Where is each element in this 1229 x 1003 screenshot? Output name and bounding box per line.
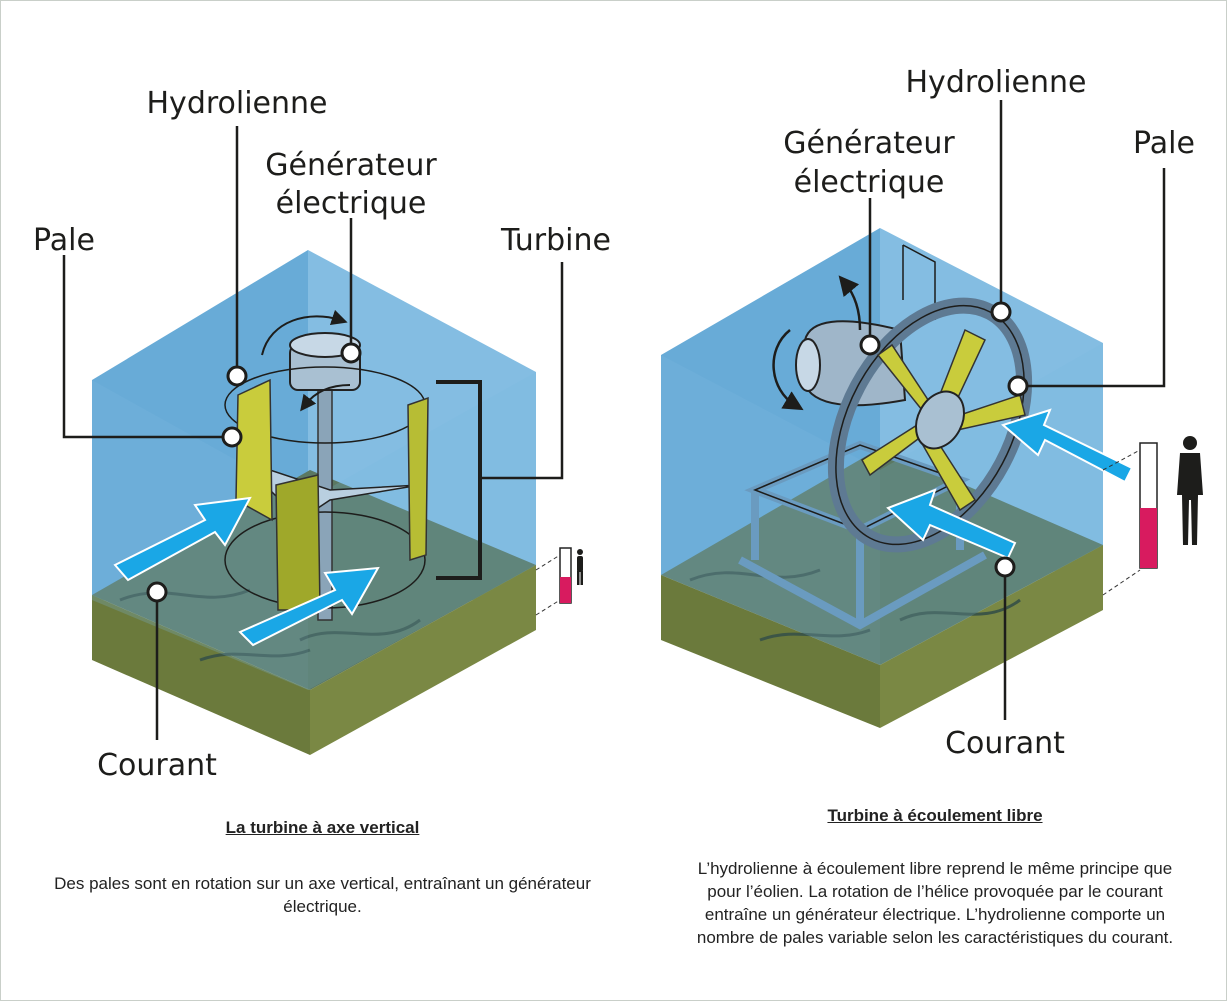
caption-title-right: Turbine à écoulement libre [827,806,1043,825]
blade-center [275,474,321,611]
label-generateur-left-line1: Générateur [265,148,437,183]
seabed-front-right [880,545,1103,728]
caption-body-right: L’hydrolienne à écoulement libre reprend… [696,859,1174,947]
current-arrow-right-icon [1000,408,1134,484]
rotor-hub [915,390,965,450]
seabed-rocks [119,588,421,662]
seabed-front-right [310,565,536,755]
label-courant-left: Courant [97,748,217,783]
caption-body-left: Des pales sont en rotation sur un axe ve… [54,874,591,916]
turbine-diagrams: Hydrolienne Générateur électrique Pale T… [33,65,1203,783]
human-scale-icon [577,549,583,585]
blade-right [407,396,429,562]
free-flow-turbine-diagram: Hydrolienne Générateur électrique Pale C… [661,65,1203,761]
label-generateur-left-line2: électrique [276,186,427,221]
label-generateur-right-line1: Générateur [783,126,955,161]
seabed-front-left [661,575,880,728]
caption-title-left: La turbine à axe vertical [225,818,420,837]
label-generateur-right-line2: électrique [794,165,945,200]
current-arrow-bottom-icon [238,566,380,647]
blade-left [235,378,273,522]
current-arrow-bottom-icon [886,488,1017,560]
label-turbine-left: Turbine [500,223,611,258]
label-pale-right: Pale [1133,126,1195,161]
human-scale-icon [1177,436,1203,545]
turbine-bracket [436,380,482,580]
label-pale-left: Pale [33,223,95,258]
vertical-axis-turbine-diagram: Hydrolienne Générateur électrique Pale T… [33,86,611,783]
label-hydrolienne-right: Hydrolienne [906,65,1087,100]
rotation-arrow-icon [261,309,348,356]
label-hydrolienne-left: Hydrolienne [147,86,328,121]
rotation-arrow-icon [772,329,804,411]
seabed-top [661,448,1103,665]
label-courant-right: Courant [945,726,1065,761]
seabed-front-left [92,595,310,755]
water-front [661,355,880,665]
current-arrow-left-icon [113,496,252,582]
